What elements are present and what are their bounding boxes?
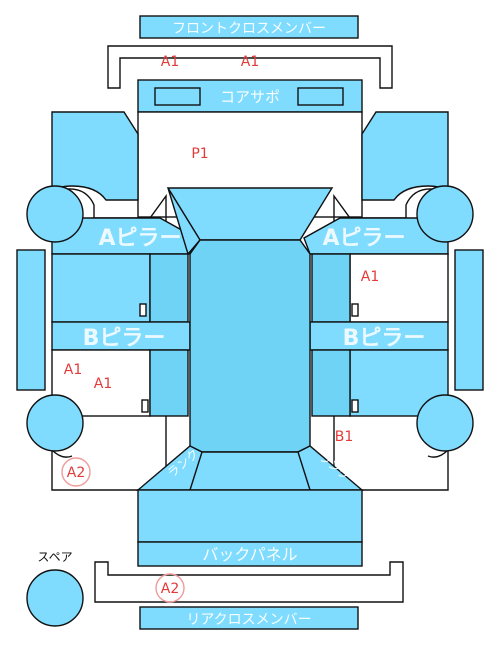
mark-rear-a2: A2 — [161, 581, 179, 597]
right-front-door-handle — [351, 303, 359, 317]
rear-window-lines — [189, 451, 311, 491]
left-b-pillar-label: Bピラー — [83, 326, 166, 351]
spare-tire[interactable] — [26, 569, 84, 627]
back-panel[interactable] — [137, 541, 363, 567]
right-rear-door-front[interactable] — [311, 349, 351, 417]
rear-cross-member[interactable] — [139, 606, 359, 630]
front-bumper-outline — [107, 45, 393, 89]
front-cross-member[interactable] — [139, 15, 359, 39]
roof[interactable] — [189, 239, 311, 453]
front-cross-member-label: フロントクロスメンバー — [172, 21, 326, 37]
right-front-door[interactable] — [349, 253, 449, 323]
mark-left-a2: A2 — [67, 465, 85, 481]
mark-left-a2-circle — [61, 457, 91, 487]
mark-left-a1-bottom: A1 — [94, 376, 112, 392]
left-a-pillar-label: Aピラー — [98, 226, 181, 251]
spare-label: スペア — [37, 550, 72, 564]
left-front-fender[interactable] — [51, 111, 139, 201]
mark-left-a1-top: A1 — [64, 362, 82, 378]
mark-right-a1: A1 — [361, 269, 379, 285]
right-a-pillar-label: Aピラー — [322, 226, 405, 251]
rear-bumper-outline — [94, 561, 404, 603]
core-support-label: コアサポ — [220, 88, 280, 106]
right-front-fender[interactable] — [361, 111, 449, 201]
left-front-door-handle — [139, 303, 147, 317]
mark-front-a1-left: A1 — [161, 54, 179, 70]
right-b-pillar-label: Bピラー — [343, 326, 426, 351]
core-support-hole-left — [154, 87, 201, 106]
mark-rear-a2-circle — [155, 573, 185, 603]
left-front-door[interactable] — [51, 253, 151, 323]
left-body-outline — [51, 188, 167, 491]
left-rear-door-handle — [141, 399, 149, 413]
core-support-hole-right — [297, 87, 344, 106]
windshield-left-edge — [167, 187, 201, 256]
right-rear-door-handle — [351, 399, 359, 413]
left-front-door-rear[interactable] — [149, 253, 189, 323]
right-body-outline — [333, 188, 449, 491]
left-front-wheel[interactable] — [26, 185, 84, 243]
right-rear-wheel[interactable] — [416, 394, 474, 452]
left-rear-wheel[interactable] — [26, 394, 84, 452]
back-panel-label: バックパネル — [202, 545, 297, 564]
right-a-pillar[interactable] — [303, 217, 449, 255]
mark-front-a1-right: A1 — [241, 54, 259, 70]
left-side-sill[interactable] — [16, 249, 46, 391]
right-front-door-front[interactable] — [311, 253, 351, 323]
right-front-wheel[interactable] — [416, 185, 474, 243]
right-side-sill[interactable] — [454, 249, 484, 391]
core-support[interactable] — [137, 79, 363, 113]
mark-p1: P1 — [191, 146, 208, 162]
rear-cross-member-label: リアクロスメンバー — [186, 612, 311, 628]
left-rear-door-rear[interactable] — [149, 349, 189, 417]
mark-b1: B1 — [335, 429, 354, 445]
trunk-lid[interactable] — [137, 489, 363, 543]
